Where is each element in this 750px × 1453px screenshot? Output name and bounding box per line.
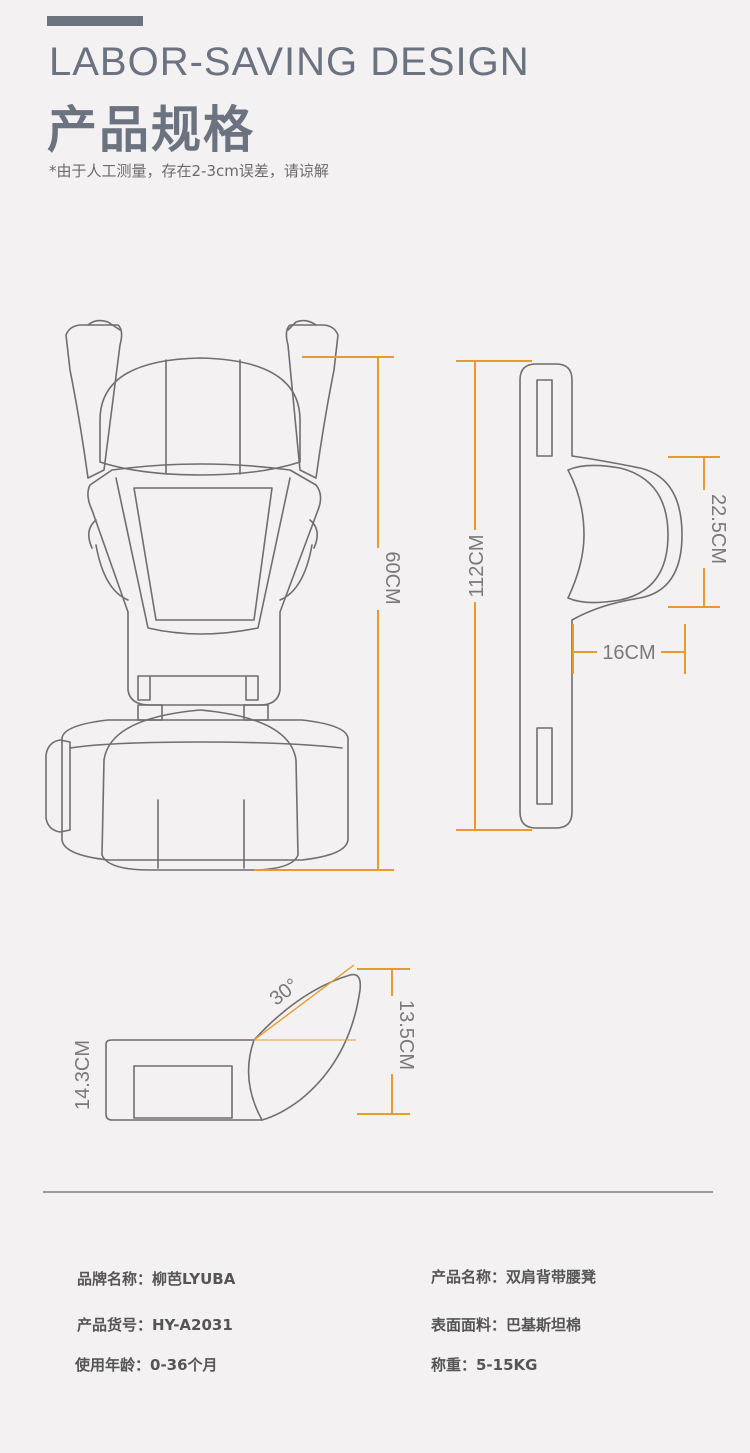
chinese-title: 产品规格 — [47, 101, 255, 159]
dim-60cm: 60CM — [381, 551, 403, 604]
spec-product-name: 产品名称：双肩背带腰凳 — [431, 1268, 597, 1286]
spec-brand: 品牌名称：柳芭LYUBA — [77, 1270, 236, 1288]
spec-item-no: 产品货号：HY-A2031 — [77, 1316, 233, 1334]
belt-drawing — [519, 363, 683, 829]
section-divider — [43, 1191, 713, 1193]
spec-age: 使用年龄：0-36个月 — [75, 1356, 218, 1374]
spec-weight: 称重：5-15KG — [431, 1356, 538, 1374]
spec-fabric: 表面面料：巴基斯坦棉 — [431, 1316, 582, 1334]
dim-14-3cm: 14.3CM — [72, 1040, 94, 1110]
dim-112cm: 112CM — [466, 535, 488, 598]
dim-30-degree: 30° — [266, 974, 303, 1010]
dim-22-5cm: 22.5CM — [707, 494, 729, 564]
english-title: LABOR-SAVING DESIGN — [49, 40, 530, 84]
dim-13-5cm: 13.5CM — [395, 1000, 417, 1070]
dim-16cm: 16CM — [602, 642, 655, 664]
measurement-note: *由于人工测量，存在2-3cm误差，请谅解 — [49, 162, 329, 180]
carrier-drawing — [45, 319, 349, 871]
title-accent-bar — [47, 16, 143, 26]
seat-side-drawing — [105, 973, 362, 1121]
